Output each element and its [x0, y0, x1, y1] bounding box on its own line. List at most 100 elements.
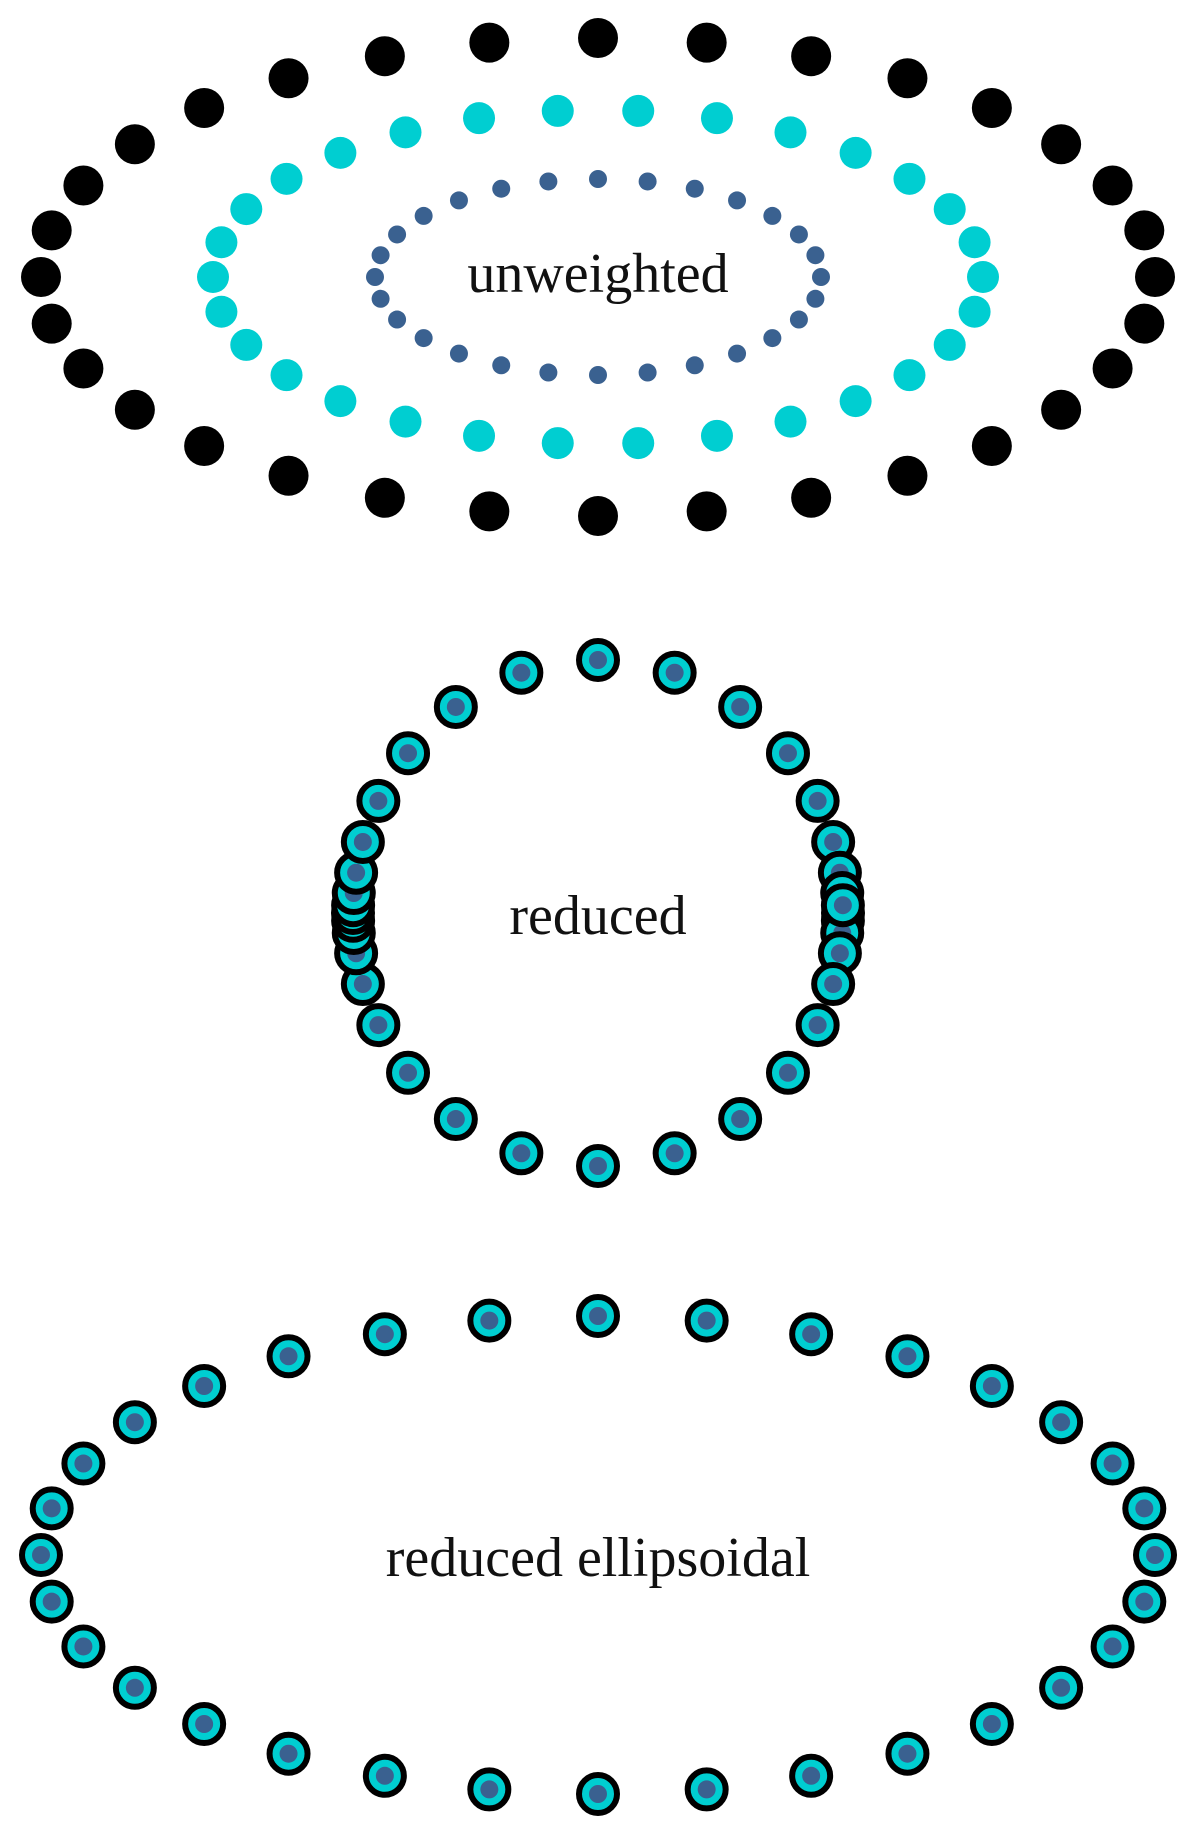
- dot-cyan: [700, 419, 733, 452]
- dot-cyan: [463, 102, 496, 135]
- dot-cyan: [839, 385, 872, 418]
- layered-dot: [795, 778, 840, 823]
- dot-black: [686, 22, 727, 63]
- dot-navy: [414, 329, 433, 348]
- dot-inner-navy: [898, 1347, 917, 1366]
- layered-dot: [356, 1003, 401, 1048]
- dot-black: [971, 426, 1012, 466]
- layered-dot: [340, 819, 385, 864]
- dot-inner-navy: [42, 1499, 61, 1518]
- layered-dot: [820, 883, 865, 928]
- dot-inner-navy: [480, 1311, 499, 1330]
- layered-dot: [29, 1486, 74, 1531]
- dot-navy: [789, 225, 808, 244]
- layered-dot: [576, 1772, 620, 1816]
- dot-cyan: [389, 116, 422, 149]
- dot-inner-navy: [1052, 1413, 1071, 1432]
- dot-cyan: [700, 102, 733, 135]
- dot-inner-navy: [369, 791, 388, 810]
- layered-dot: [266, 1731, 311, 1776]
- layered-dot: [112, 1665, 157, 1710]
- dot-black: [184, 426, 225, 466]
- layered-dot: [969, 1702, 1014, 1746]
- dot-navy: [449, 344, 468, 363]
- dot-cyan: [893, 359, 926, 392]
- layered-dot: [182, 1364, 227, 1408]
- layered-dot: [684, 1767, 729, 1812]
- layered-dot: [1039, 1400, 1084, 1445]
- dot-black: [114, 389, 155, 430]
- dot-inner-navy: [195, 1715, 214, 1733]
- dot-inner-navy: [1146, 1546, 1164, 1564]
- dot-navy: [388, 310, 407, 329]
- dot-inner-navy: [446, 1110, 465, 1129]
- dot-navy: [492, 179, 511, 198]
- dot-navy: [728, 344, 747, 363]
- dot-inner-navy: [1052, 1678, 1071, 1697]
- dot-inner-navy: [32, 1546, 50, 1564]
- dot-cyan: [197, 261, 229, 293]
- layered-dot: [1090, 1624, 1135, 1669]
- layered-dot: [499, 650, 544, 695]
- dot-cyan: [270, 359, 303, 392]
- dot-inner-navy: [512, 1144, 531, 1163]
- dot-cyan: [230, 328, 263, 361]
- dot-navy: [638, 363, 657, 382]
- label-unweighted: unweighted: [467, 243, 728, 305]
- dot-cyan: [774, 405, 807, 438]
- layered-dot: [684, 1298, 729, 1343]
- layered-dot: [718, 1097, 763, 1142]
- dot-inner-navy: [824, 975, 843, 994]
- layered-dot: [969, 1364, 1014, 1408]
- layered-dot: [718, 684, 763, 729]
- dot-navy: [685, 179, 704, 198]
- dot-inner-navy: [1103, 1454, 1122, 1473]
- dot-inner-navy: [697, 1780, 716, 1799]
- dot-inner-navy: [399, 1063, 418, 1082]
- dot-cyan: [933, 328, 966, 361]
- dot-navy: [638, 172, 657, 191]
- layered-dot: [1039, 1665, 1084, 1710]
- dot-cyan: [541, 94, 574, 127]
- dot-black: [1041, 389, 1082, 430]
- ring-outer-black: [21, 18, 1175, 536]
- dot-black: [578, 18, 618, 58]
- layered-dot: [467, 1767, 512, 1812]
- layered-dot: [112, 1400, 157, 1445]
- ring-inner-navy: [366, 170, 830, 384]
- layered-dot: [266, 1334, 311, 1379]
- panel-reduced: reduced: [331, 638, 865, 1188]
- dot-navy: [589, 170, 607, 188]
- dot-inner-navy: [982, 1377, 1001, 1395]
- dot-cyan: [967, 261, 999, 293]
- dot-black: [63, 165, 104, 206]
- dot-inner-navy: [808, 791, 827, 810]
- layered-dot: [576, 638, 620, 682]
- dot-navy: [539, 172, 558, 191]
- layered-dot: [652, 650, 697, 695]
- dot-cyan: [893, 162, 926, 195]
- dot-inner-navy: [808, 1016, 827, 1035]
- layered-dot: [386, 1050, 431, 1095]
- dot-inner-navy: [1135, 1592, 1154, 1611]
- dot-black: [63, 348, 104, 389]
- label-reduced: reduced: [509, 885, 686, 947]
- dot-navy: [763, 206, 782, 225]
- dot-navy: [685, 356, 704, 375]
- layered-dot: [811, 962, 856, 1007]
- layered-dot: [885, 1731, 930, 1776]
- dot-black: [31, 303, 72, 344]
- dot-navy: [806, 246, 825, 265]
- dot-inner-navy: [824, 832, 843, 851]
- dot-black: [686, 491, 727, 532]
- dot-inner-navy: [279, 1347, 298, 1366]
- layered-dot: [433, 1097, 478, 1142]
- dot-navy: [806, 289, 825, 308]
- panel-unweighted: unweighted: [21, 18, 1175, 536]
- dot-black: [1092, 165, 1133, 206]
- dot-navy: [388, 225, 407, 244]
- dot-inner-navy: [982, 1715, 1001, 1733]
- dot-navy: [539, 363, 558, 382]
- dot-black: [31, 210, 72, 251]
